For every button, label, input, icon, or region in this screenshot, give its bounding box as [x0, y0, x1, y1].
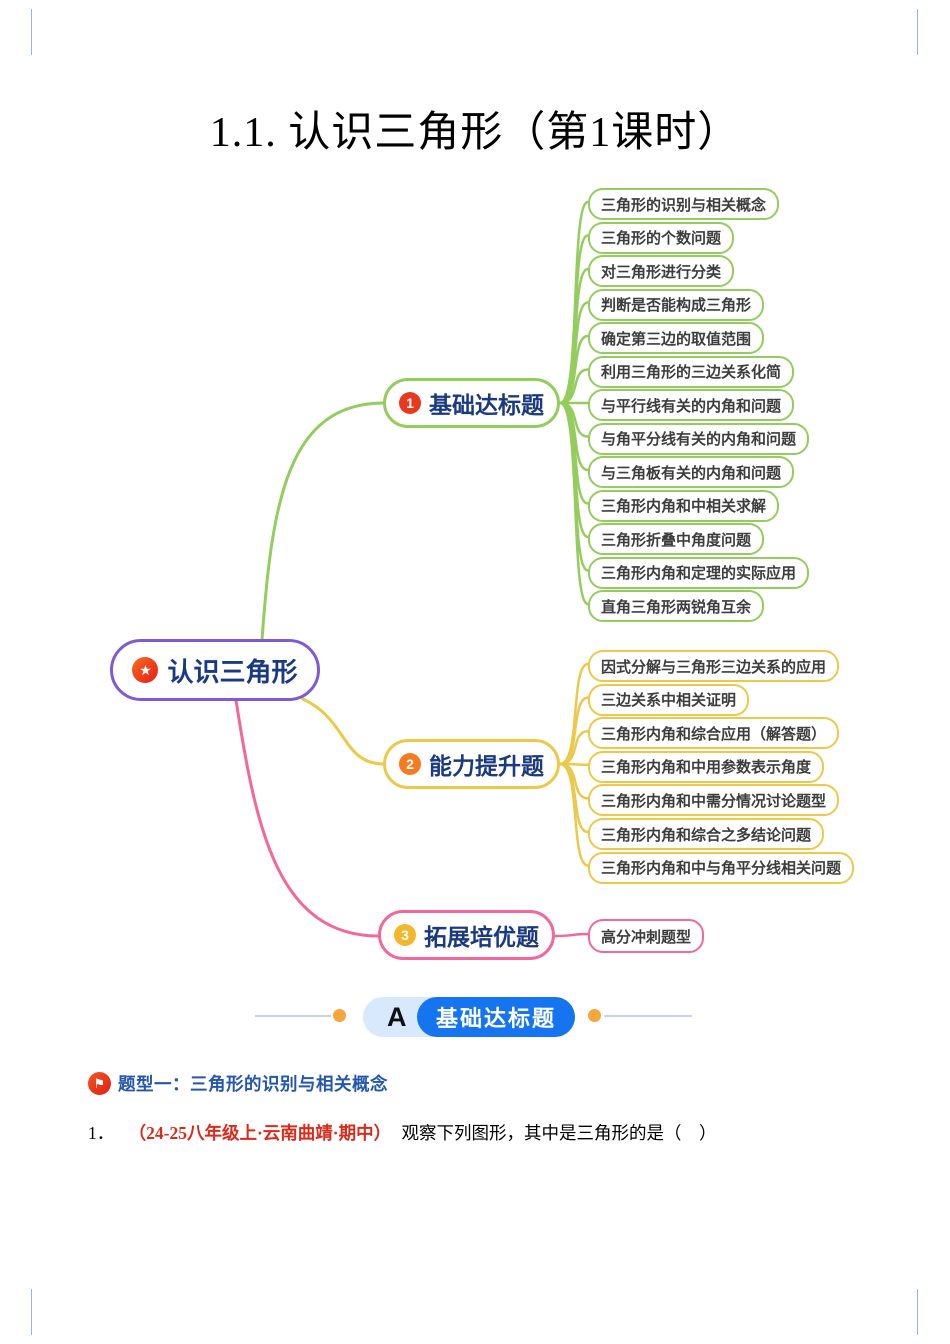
banner-title: 基础达标题: [435, 1006, 556, 1031]
mindmap-branch-label: 拓展培优题: [424, 924, 539, 950]
banner-title-pill: 基础达标题: [417, 997, 575, 1037]
connector-line: [558, 301, 590, 405]
connector-line: [558, 401, 590, 539]
margin-mark: [31, 1289, 32, 1335]
connector-line: [558, 729, 590, 766]
star-badge-icon: ★: [132, 657, 159, 683]
mindmap-leaf: 三角形内角和综合之多结论问题: [588, 818, 825, 850]
connector-line: [558, 267, 590, 405]
mindmap-leaf: 三角形的个数问题: [588, 221, 735, 254]
connector-line: [558, 401, 590, 606]
mindmap-leaf: 与角平分线有关的内角和问题: [588, 422, 810, 455]
mindmap-leaf: 与三角板有关的内角和问题: [588, 456, 795, 488]
connector-line: [260, 401, 386, 642]
number-3-badge-icon: 3: [394, 924, 416, 946]
margin-mark: [917, 9, 918, 55]
connector-line: [558, 696, 590, 766]
mindmap-leaf: 三角形内角和中与角平分线相关问题: [588, 851, 855, 884]
mindmap-branch-label: 能力提升题: [429, 753, 544, 779]
banner-divider-line: [604, 1015, 692, 1017]
mindmap-branch-advanced: 3 拓展培优题: [378, 910, 555, 960]
connector-line: [558, 762, 590, 767]
mindmap-leaf: 三角形折叠中角度问题: [588, 523, 765, 555]
mindmap-leaf: 三角形的识别与相关概念: [588, 188, 780, 220]
connector-line: [234, 698, 381, 938]
connector-line: [558, 762, 590, 834]
page-title: 1.1. 认识三角形（第1课时）: [209, 110, 741, 156]
mindmap-leaf: 三角形内角和中用参数表示角度: [588, 750, 825, 783]
mindmap-leaf: 三角形内角和中需分情况讨论题型: [588, 784, 840, 817]
connector-line: [558, 762, 590, 800]
question-text: 观察下列图形，其中是三角形的是（ ）: [401, 1123, 717, 1143]
mindmap-leaf: 三角形内角和综合应用（解答题）: [588, 717, 840, 750]
banner-dot-icon: [588, 1009, 601, 1022]
banner-letter: A: [387, 1002, 407, 1032]
mindmap-leaf: 对三角形进行分类: [588, 255, 735, 287]
mindmap-branch-label: 基础达标题: [429, 392, 544, 418]
margin-mark: [917, 1289, 918, 1335]
flag-icon: ⚑: [88, 1072, 111, 1095]
connector-line: [558, 662, 590, 766]
connector-line: [558, 334, 590, 405]
mindmap-leaf: 三角形内角和中相关求解: [588, 489, 780, 522]
banner-divider-line: [255, 1015, 331, 1017]
connector-line: [558, 401, 590, 505]
mindmap-leaf: 与平行线有关的内角和问题: [588, 389, 795, 421]
mindmap-leaf: 确定第三边的取值范围: [588, 322, 765, 354]
mindmap-branch-ability: 2 能力提升题: [383, 739, 560, 789]
topic-heading: ⚑ 题型一：三角形的识别与相关概念: [88, 1071, 388, 1096]
mindmap-root-label: 认识三角形: [167, 656, 298, 687]
number-2-badge-icon: 2: [399, 753, 421, 775]
connector-line: [558, 368, 590, 405]
topic-heading-label: 题型一：三角形的识别与相关概念: [118, 1074, 388, 1094]
banner-dot-icon: [333, 1009, 346, 1022]
question-line: 1． （24-25八年级上·云南曲靖·期中） 观察下列图形，其中是三角形的是（ …: [88, 1120, 717, 1145]
question-source: （24-25八年级上·云南曲靖·期中）: [128, 1123, 392, 1143]
mindmap-leaf: 三角形内角和定理的实际应用: [588, 556, 810, 589]
mindmap-leaf: 判断是否能构成三角形: [588, 288, 765, 321]
connector-line: [558, 401, 590, 438]
connector-line: [553, 932, 590, 938]
mindmap-leaf: 高分冲刺题型: [588, 919, 705, 953]
mindmap-branch-basic: 1 基础达标题: [383, 378, 560, 428]
connector-line: [558, 401, 590, 572]
margin-mark: [31, 9, 32, 55]
mindmap-leaf: 直角三角形两锐角互余: [588, 590, 765, 622]
mindmap-leaf: 因式分解与三角形三边关系的应用: [588, 650, 840, 682]
number-1-badge-icon: 1: [399, 392, 421, 414]
mindmap-leaf: 三边关系中相关证明: [588, 683, 750, 716]
connector-line: [558, 234, 590, 405]
connector-line: [558, 401, 590, 472]
question-number: 1．: [88, 1123, 115, 1143]
mindmap-leaf: 利用三角形的三边关系化简: [588, 355, 795, 388]
connector-line: [301, 697, 386, 766]
mindmap-root-node: ★ 认识三角形: [110, 639, 320, 701]
connector-line: [558, 762, 590, 867]
connector-line: [558, 200, 590, 405]
